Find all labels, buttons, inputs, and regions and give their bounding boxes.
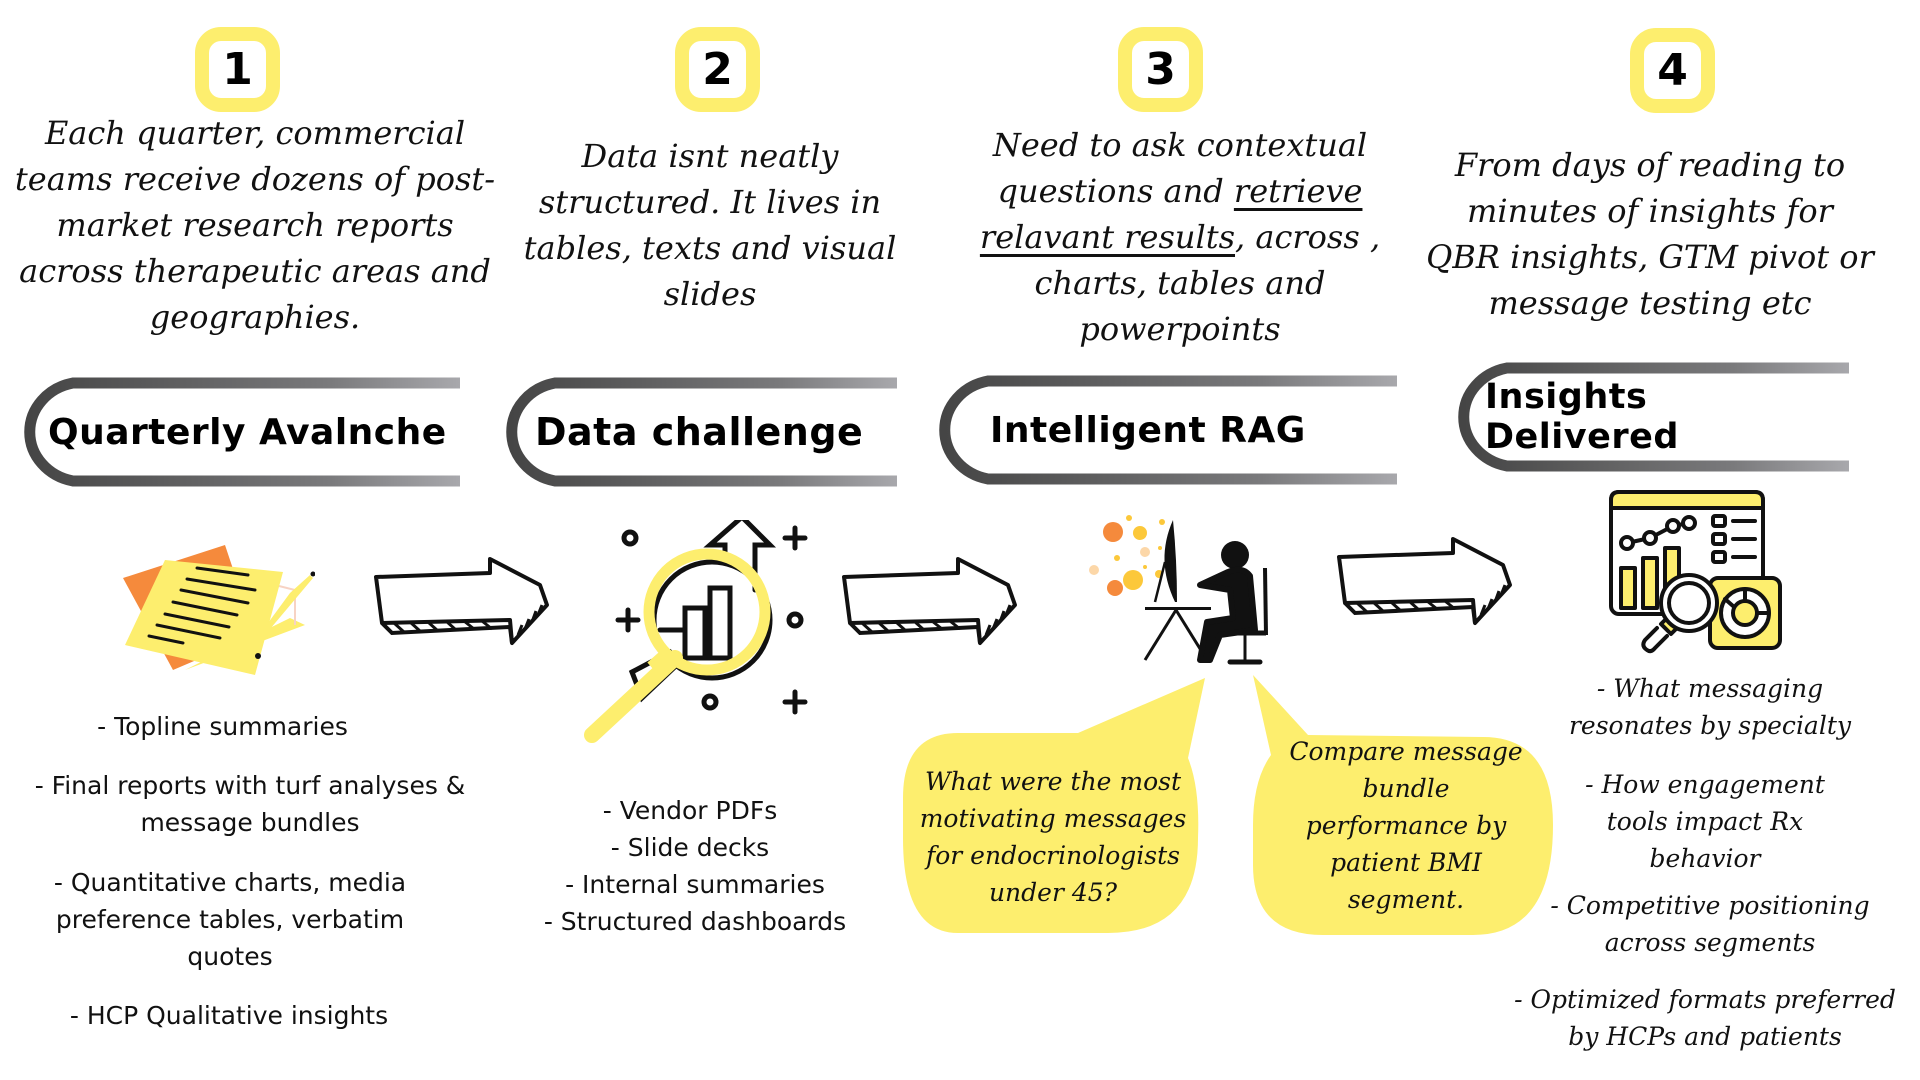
query-bubble-2-text: Compare message bundle performance by pa… [1289,737,1523,914]
bar-frame [939,375,1397,485]
documents-pencil-icon [105,530,316,680]
step-1-badge: 1 [195,27,280,112]
step-2-item: - Structured dashboards [543,907,847,936]
step-3-intro-text: questions and [997,172,1234,210]
step-2-item: - Slide decks [610,833,770,862]
step-4-item: - Optimized formats preferred by HCPs an… [1514,985,1896,1051]
arrow-right-icon [372,555,550,655]
query-bubble-1-text: What were the most motivating messages f… [919,767,1187,907]
bar-frame [24,377,460,487]
step-1-item: - Topline summaries [97,712,348,741]
step-2-badge: 2 [675,27,760,112]
bar-frame [506,377,897,487]
step-1-header-bar: Quarterly Avalnche [13,377,460,487]
step-4-item: - How engagement tools impact Rx behavio… [1585,770,1825,873]
step-4-number: 4 [1657,45,1688,96]
step-3-intro: Need to ask contextual questions and ret… [960,122,1400,352]
step-3-badge: 3 [1118,27,1203,112]
step-4-intro: From days of reading to minutes of insig… [1426,146,1874,322]
step-2-header-bar: Data challenge [495,377,897,487]
step-1-item: - Final reports with turf analyses & mes… [34,771,466,837]
query-bubble-2: Compare message bundle performance by pa… [1253,675,1553,940]
step-4-list: - What messaging resonates by specialty … [1500,670,1920,1055]
step-4-item: - Competitive positioning across segment… [1550,891,1870,957]
step-2-number: 2 [702,44,733,95]
retrieve-link: retrieve [1233,172,1363,210]
step-1-list: - Topline summaries - Final reports with… [0,708,500,1034]
magnifier-bar-chart-icon [570,513,830,760]
step-1-number: 1 [222,44,253,95]
step-3-intro-line: Need to ask contextual [992,126,1368,164]
step-3-intro-line: powerpoints [1079,310,1281,348]
step-2-list: - Vendor PDFs - Slide decks - Internal s… [500,792,900,940]
step-3-header-bar: Intelligent RAG [928,375,1397,485]
step-4-header-bar: Insights Delivered [1447,362,1849,472]
step-4-badge: 4 [1630,28,1715,113]
step-3-intro-line: relavant results, across , [960,214,1400,260]
step-1-intro: Each quarter, commercial teams receive d… [14,114,496,336]
step-1-item: - HCP Qualitative insights [69,1001,389,1030]
step-4-item: - What messaging resonates by specialty [1568,674,1852,740]
step-2-item: - Internal summaries [565,870,825,899]
bar-frame [1458,362,1849,472]
arrow-right-icon [1335,535,1513,635]
step-3-title: Intelligent RAG [990,409,1306,451]
step-1-item: - Quantitative charts, media preference … [53,868,407,971]
step-3-intro-text: , across , [1235,218,1381,256]
step-4-title: Insights Delivered [1485,377,1679,457]
person-at-computer-icon [1085,510,1285,670]
step-3-number: 3 [1145,44,1176,95]
query-bubble-1: What were the most motivating messages f… [898,678,1218,940]
step-3-intro-line: charts, tables and [1034,264,1326,302]
step-2-item: - Vendor PDFs [602,796,778,825]
analytics-dashboard-icon [1605,488,1785,658]
arrow-right-icon [840,555,1018,655]
relevant-results-link: relavant results [979,218,1236,256]
step-2-title: Data challenge [535,410,864,454]
step-1-title: Quarterly Avalnche [48,411,447,453]
step-2-intro: Data isnt neatly structured. It lives in… [523,137,897,313]
step-3-intro-line: questions and retrieve [960,168,1400,214]
